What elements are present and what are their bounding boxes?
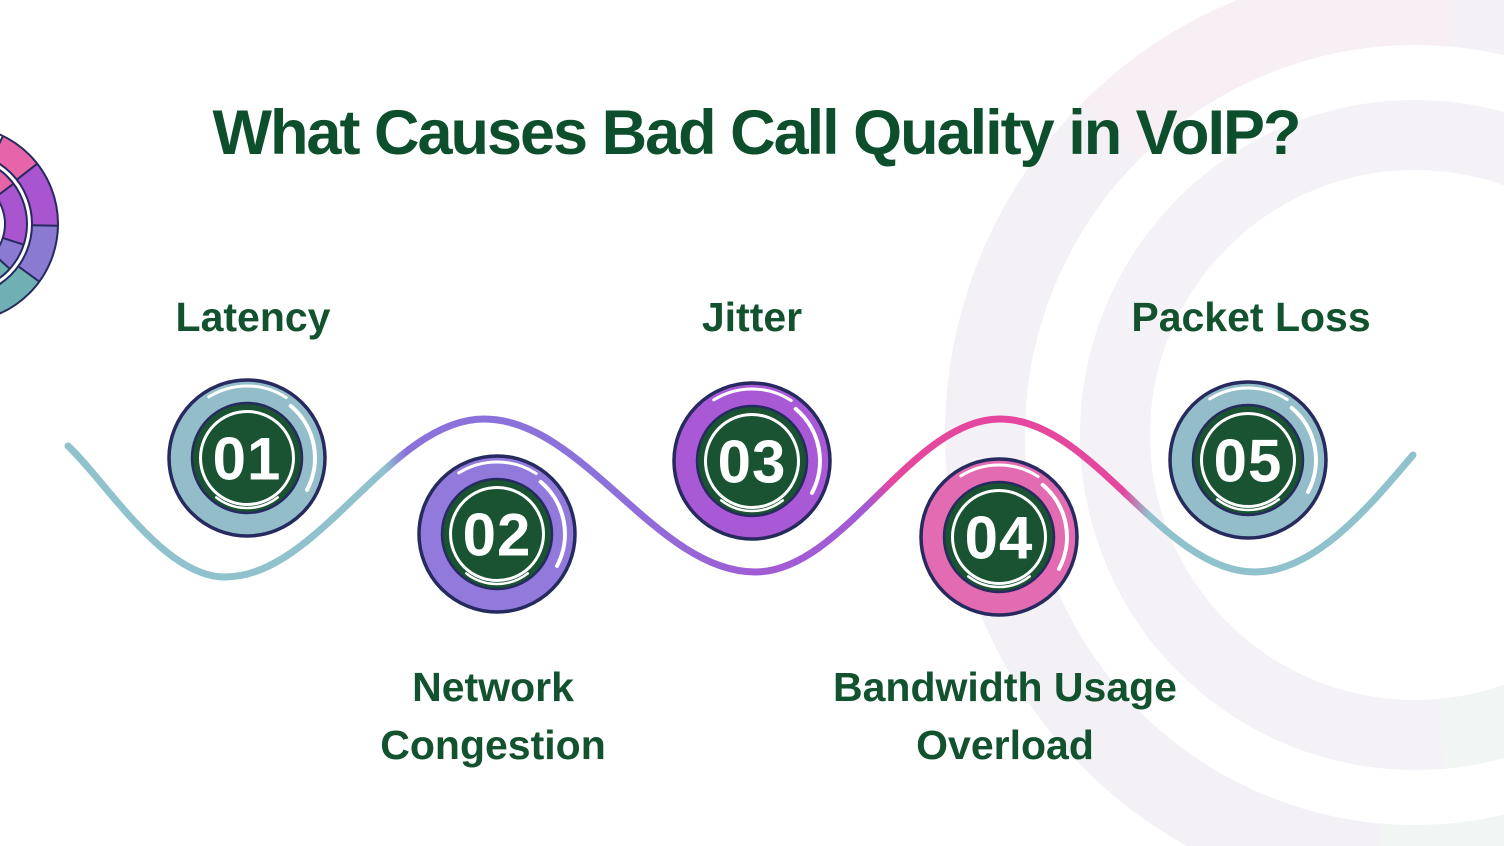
step-number-5: 05 — [1214, 428, 1283, 495]
step-label-latency: Latency — [175, 294, 331, 340]
step-circle-5: 05 — [1168, 380, 1328, 540]
background-rings-decor — [945, 0, 1504, 846]
step-number-2: 02 — [463, 502, 532, 569]
page-title: What Causes Bad Call Quality in VoIP? — [212, 98, 1301, 168]
step-number-1: 01 — [213, 426, 282, 493]
step-number-4: 04 — [965, 505, 1034, 572]
step-circle-4: 04 — [919, 457, 1079, 617]
wave-line — [64, 415, 1417, 581]
corner-donut-decor — [0, 133, 59, 315]
step-label-bandwidth-usage-overload: Bandwidth Usage Overload — [833, 664, 1177, 768]
step-label-packet-loss: Packet Loss — [1131, 294, 1371, 340]
step-circle-2: 02 — [417, 454, 577, 614]
step-label-jitter: Jitter — [701, 294, 803, 340]
step-circle-3: 03 — [672, 381, 832, 541]
step-label-network-congestion: Network Congestion — [380, 664, 606, 768]
step-number-3: 03 — [718, 429, 787, 496]
step-circle-1: 01 — [167, 378, 327, 538]
